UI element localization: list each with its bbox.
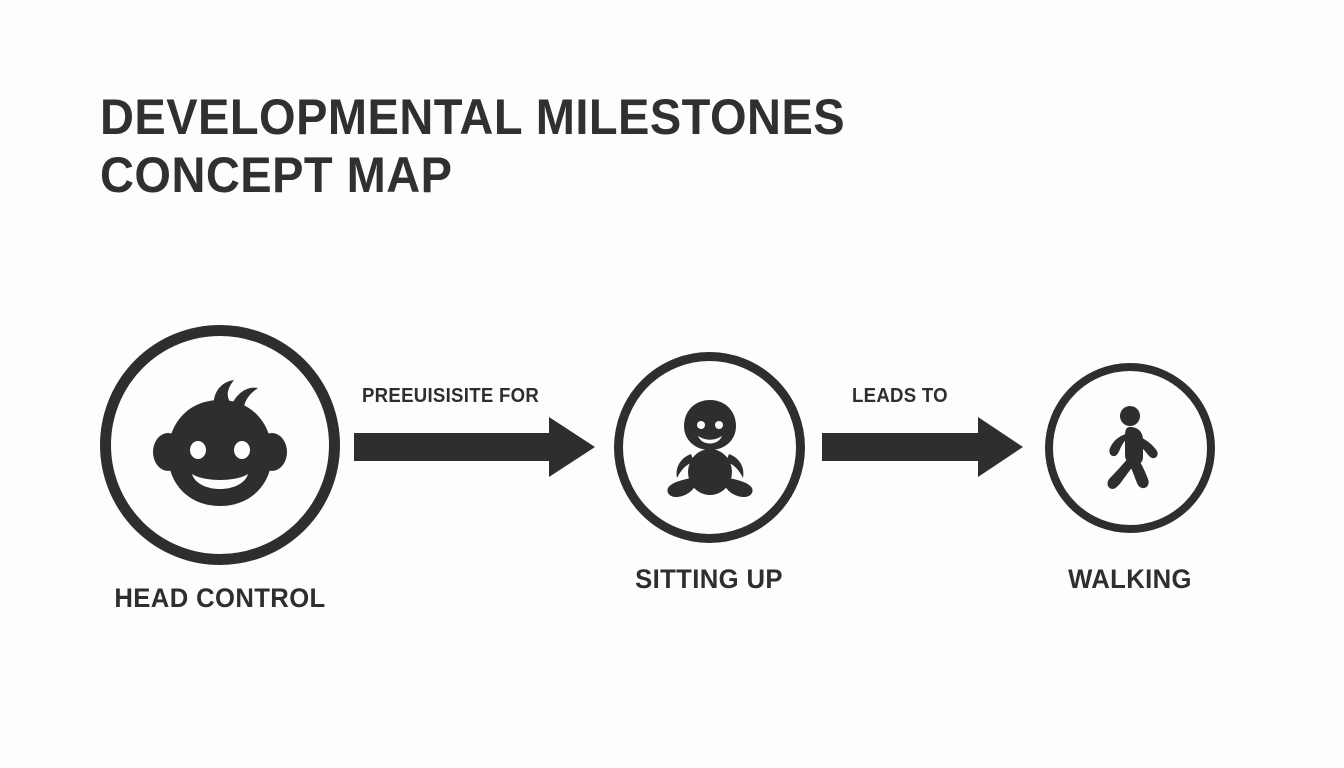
baby-face-icon bbox=[153, 380, 287, 506]
page-title-line-1: DEVELOPMENTAL MILESTONES bbox=[100, 89, 846, 145]
node-sitting-up-label: SITTING UP bbox=[635, 564, 783, 594]
node-head-control-circle[interactable] bbox=[100, 325, 340, 565]
right-arrow-icon bbox=[822, 417, 1023, 477]
node-walking-label: WALKING bbox=[1068, 564, 1192, 594]
sitting-baby-icon bbox=[667, 400, 753, 497]
node-head-control-label: HEAD CONTROL bbox=[114, 583, 326, 613]
page-title: DEVELOPMENTAL MILESTONES CONCEPT MAP bbox=[100, 88, 1000, 204]
node-walking-circle[interactable] bbox=[1045, 363, 1215, 533]
node-sitting-up-circle[interactable] bbox=[614, 352, 805, 543]
edge-leads-to-label: LEADS TO bbox=[852, 385, 948, 407]
page-title-line-2: CONCEPT MAP bbox=[100, 147, 453, 203]
right-arrow-icon bbox=[354, 417, 595, 477]
walking-person-icon bbox=[1107, 406, 1158, 489]
edge-prerequisite-for-label: PREEUISISITE FOR bbox=[362, 385, 540, 407]
